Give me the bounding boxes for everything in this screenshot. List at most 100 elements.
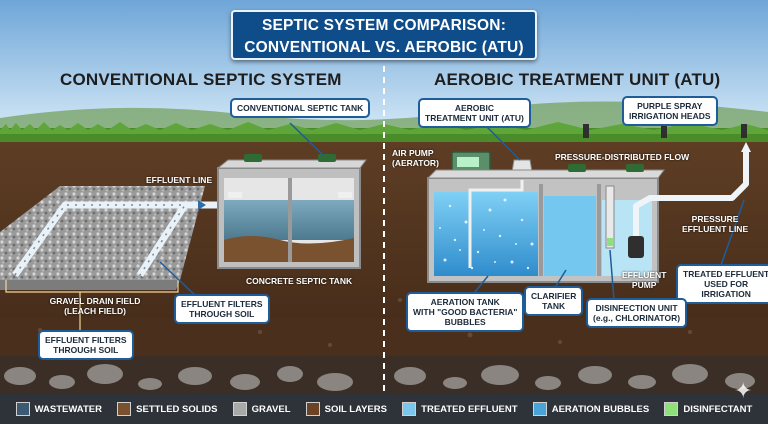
treated-irrigation-3: IRRIGATION [701, 289, 751, 299]
legend-swatch-gravel [232, 402, 247, 416]
disinfection-2: (e.g., CHLORINATOR) [593, 313, 681, 323]
aeration-bubbles [439, 198, 534, 270]
control-display [457, 157, 479, 167]
legend-bar: WASTEWATER SETTLED SOLIDS GRAVEL SOIL LA… [0, 394, 768, 424]
treated-irrigation-2: USED FOR [704, 279, 749, 289]
conventional-section-title: CONVENTIONAL SEPTIC SYSTEM [60, 70, 342, 89]
sparkle-icon: ✦ [734, 378, 753, 403]
clarifier-1: CLARIFIER [531, 291, 577, 301]
inlet-pipe [228, 192, 242, 198]
legend-label-aeration-bubbles: AERATION BUBBLES [551, 403, 650, 415]
clarifier-chamber [544, 196, 596, 276]
disinfection-1: DISINFECTION UNIT [595, 303, 678, 313]
drain-pipe [12, 201, 189, 278]
legend-label-settled-solids: SETTLED SOLIDS [136, 403, 218, 415]
flow-arrow [198, 200, 206, 210]
aeration-tank-callout: AERATION TANK WITH "GOOD BACTERIA" BUBBL… [406, 292, 525, 332]
filters-soil-a-1: EFFLUENT FILTERS [45, 335, 127, 345]
filters-soil-a-2: THROUGH SOIL [53, 345, 119, 355]
pressure-line-label: PRESSURE EFFLUENT LINE [682, 214, 748, 234]
pressure-flow-label: PRESSURE-DISTRIBUTED FLOW [555, 152, 690, 162]
atu-tank-top [426, 169, 665, 179]
treated-irrigation-1: TREATED EFFLUENT [683, 269, 768, 279]
conventional-tank-label: CONVENTIONAL SEPTIC TANK [237, 103, 364, 113]
callout-pointer-atu [485, 125, 521, 161]
outlet-pipe [338, 192, 352, 198]
legend-item-treated-effluent: TREATED EFFLUENT [402, 402, 518, 416]
atu-section-title: AEROBIC TREATMENT UNIT (ATU) [434, 70, 721, 89]
filters-soil-b-2: THROUGH SOIL [189, 309, 255, 319]
effluent-line-label: EFFLUENT LINE [146, 175, 213, 185]
tank-top [216, 159, 367, 169]
clarifier-callout: CLARIFIER TANK [524, 286, 584, 316]
callout-pointer-filters [159, 261, 201, 301]
legend-swatch-treated-effluent [402, 402, 417, 416]
callout-pointer-treated [719, 199, 745, 269]
legend-item-gravel: GRAVEL [232, 402, 291, 416]
disinfectant-tab [607, 238, 613, 246]
legend-item-settled-solids: SETTLED SOLIDS [117, 402, 217, 416]
legend-label-soil-layers: SOIL LAYERS [324, 403, 387, 415]
conventional-tank-callout: CONVENTIONAL SEPTIC TANK [230, 98, 371, 118]
aeration-tank-3: BUBBLES [444, 317, 486, 327]
aeration-tank-1: AERATION TANK [430, 297, 500, 307]
rocks [4, 364, 755, 391]
spray-heads-1: PURPLE SPRAY [637, 101, 703, 111]
legend-item-soil-layers: SOIL LAYERS [305, 402, 387, 416]
gravel-field-label-1: GRAVEL DRAIN FIELD [49, 296, 141, 306]
atu-callout: AEROBIC TREATMENT UNIT (ATU) [418, 98, 531, 128]
atu-callout-2: TREATMENT UNIT (ATU) [425, 113, 524, 123]
callout-pointer-clarifier [555, 269, 567, 287]
atu-callout-1: AEROBIC [454, 103, 495, 113]
air-line [468, 180, 524, 268]
title-line-2: CONVENTIONAL VS. AEROBIC (ATU) [244, 39, 524, 56]
pressure-line-2: EFFLUENT LINE [682, 224, 749, 234]
filters-soil-b-1: EFFLUENT FILTERS [181, 299, 263, 309]
spray-head-2 [661, 126, 667, 138]
title-line-1: SEPTIC SYSTEM COMPARISON: [261, 17, 507, 34]
filters-soil-callout-a: EFFLUENT FILTERS THROUGH SOIL [38, 330, 134, 360]
treated-irrigation-callout: TREATED EFFLUENT USED FOR IRRIGATION [676, 264, 768, 304]
legend-item-aeration-bubbles: AERATION BUBBLES [532, 402, 650, 416]
callout-pointer-disinfect [609, 249, 615, 301]
pressure-effluent-line [633, 148, 749, 236]
effluent-pump-2: PUMP [631, 280, 657, 290]
disinfection-tube [605, 185, 615, 249]
legend-swatch-wastewater [15, 402, 30, 416]
leach-field-bracket [5, 280, 179, 293]
callout-pointer-conv [289, 122, 325, 157]
tank-lid-right [318, 154, 336, 162]
atu-lid-1 [568, 164, 586, 172]
legend-item-wastewater: WASTEWATER [15, 402, 102, 416]
title-banner: SEPTIC SYSTEM COMPARISON: CONVENTIONAL V… [231, 10, 537, 60]
gravel-field-label: GRAVEL DRAIN FIELD (LEACH FIELD) [20, 296, 170, 316]
legend-label-treated-effluent: TREATED EFFLUENT [421, 403, 518, 415]
legend-label-disinfectant: DISINFECTANT [683, 403, 753, 415]
legend-item-disinfectant: DISINFECTANT [664, 402, 752, 416]
aeration-chamber [434, 192, 538, 276]
tank-lid-left [244, 154, 262, 162]
gravel-field-edge [0, 280, 180, 290]
effluent-pump [628, 236, 644, 258]
legend-label-wastewater: WASTEWATER [34, 403, 102, 415]
legend-label-gravel: GRAVEL [251, 403, 291, 415]
spray-head-3 [741, 124, 747, 138]
grass-blades [0, 122, 768, 134]
legend-swatch-settled-solids [117, 402, 132, 416]
clarifier-2: TANK [542, 301, 566, 311]
air-pump-label-1: AIR PUMP [392, 148, 434, 158]
legend-swatch-disinfectant [664, 402, 679, 416]
effluent-pump-1: EFFLUENT [622, 270, 667, 280]
atu-lid-2 [626, 164, 644, 172]
filters-soil-callout-b: EFFLUENT FILTERS THROUGH SOIL [174, 294, 270, 324]
air-pump-label-2: (AERATOR) [392, 158, 439, 168]
legend-swatch-aeration-bubbles [532, 402, 547, 416]
gravel-field-label-2: (LEACH FIELD) [64, 306, 126, 316]
effluent-pump-label: EFFLUENT PUMP [622, 270, 666, 290]
pressure-line-1: PRESSURE [691, 214, 739, 224]
disinfection-callout: DISINFECTION UNIT (e.g., CHLORINATOR) [586, 298, 688, 328]
air-pump-label: AIR PUMP (AERATOR) [392, 148, 439, 168]
legend-swatch-soil-layers [305, 402, 320, 416]
